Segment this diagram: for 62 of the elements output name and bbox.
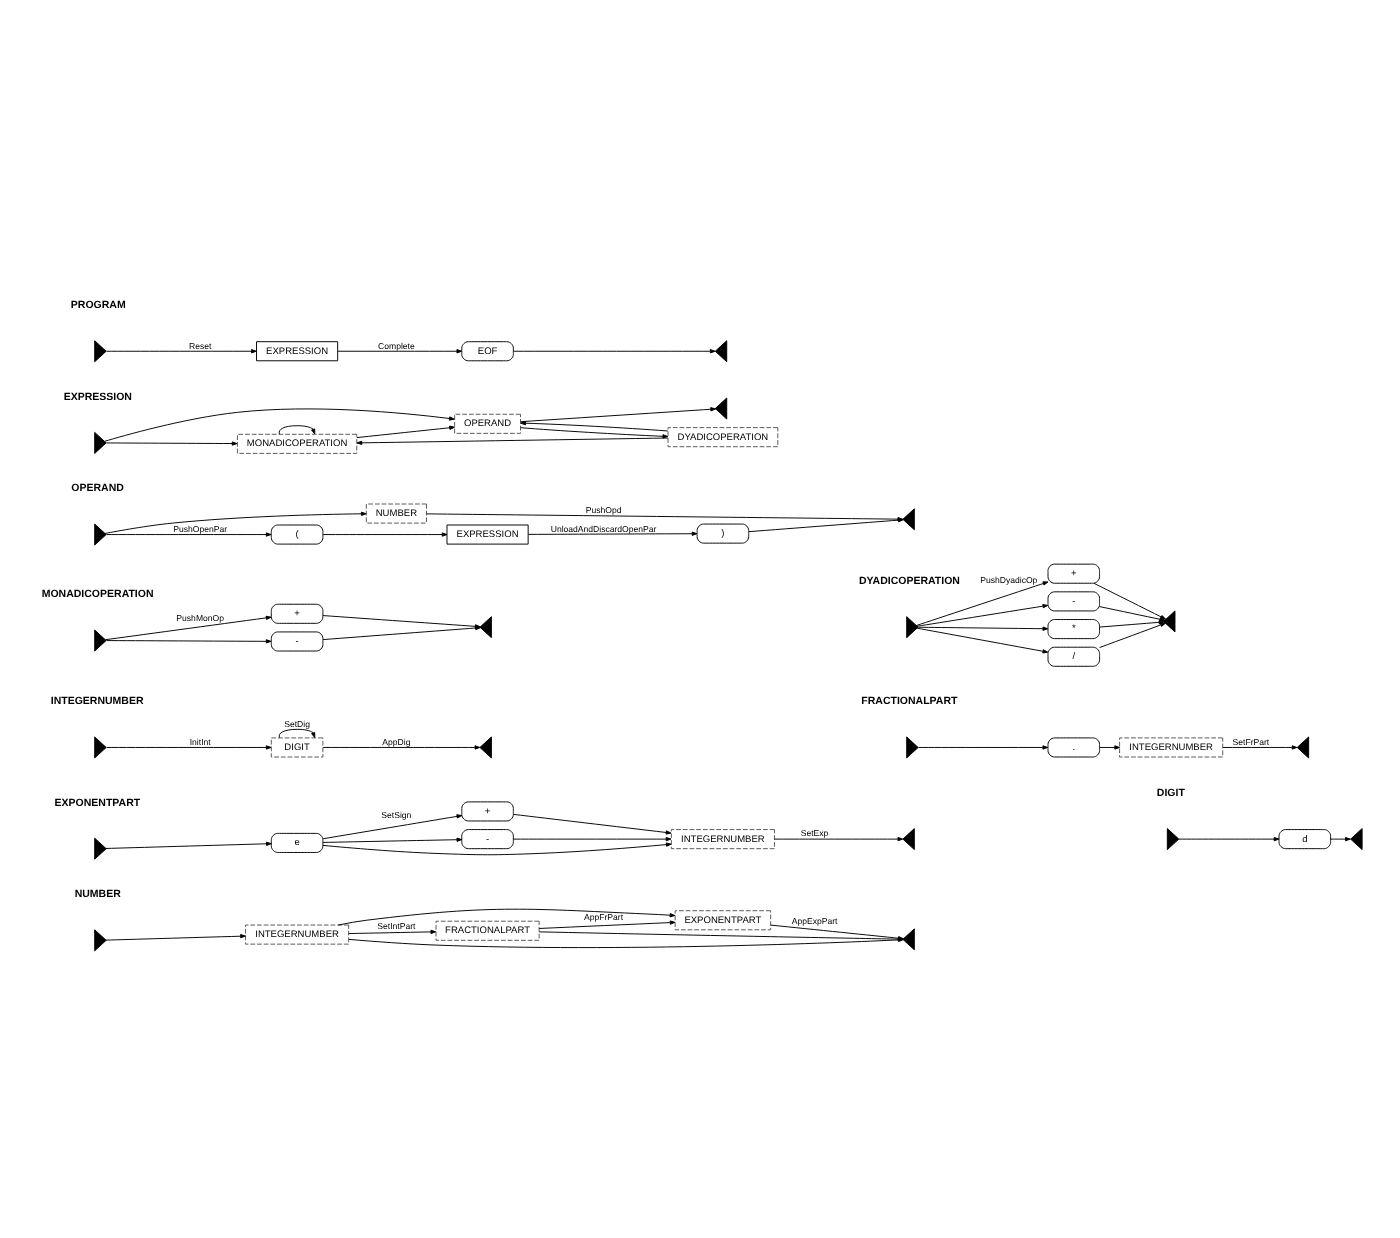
arrow xyxy=(278,727,316,738)
arrow xyxy=(356,424,455,438)
arrow xyxy=(278,424,316,434)
node-triangle xyxy=(94,339,107,362)
arrow xyxy=(513,348,716,353)
node-triangle xyxy=(94,928,107,951)
node-triangle xyxy=(1296,735,1310,758)
arrow xyxy=(1099,744,1121,749)
arrow xyxy=(520,406,717,422)
arrow xyxy=(322,813,463,839)
node-triangle xyxy=(714,396,728,419)
arrow xyxy=(1330,835,1351,841)
arrow xyxy=(106,744,272,749)
node-triangle xyxy=(94,735,107,758)
arrow xyxy=(513,812,672,834)
arrow xyxy=(322,744,481,749)
arrow xyxy=(322,841,672,855)
arrow xyxy=(1099,619,1165,627)
node-triangle xyxy=(94,836,107,859)
arrow xyxy=(106,531,272,536)
arrow xyxy=(348,928,437,934)
arrow xyxy=(105,840,272,848)
node-triangle xyxy=(94,522,107,545)
arrow xyxy=(105,933,246,940)
node-triangle xyxy=(94,628,107,651)
node-triangle xyxy=(1166,827,1180,850)
node-triangle xyxy=(902,507,915,530)
node-triangle xyxy=(479,735,492,758)
node-triangle xyxy=(479,615,492,638)
arrow xyxy=(917,625,1049,630)
arrow xyxy=(104,407,455,441)
arrow xyxy=(337,348,463,353)
node-triangle xyxy=(1350,827,1363,850)
node-triangle xyxy=(902,927,915,950)
arrow xyxy=(916,580,1049,625)
arrow xyxy=(105,614,272,640)
arrow xyxy=(520,426,669,438)
node-triangle xyxy=(94,430,107,453)
arrow xyxy=(538,919,676,928)
arrow xyxy=(322,836,463,842)
node-triangle xyxy=(906,615,919,638)
arrow xyxy=(1099,621,1166,648)
arrow xyxy=(916,603,1049,626)
arrow xyxy=(106,638,272,643)
arrow xyxy=(356,436,669,444)
arrow xyxy=(106,440,238,445)
arrow xyxy=(1178,835,1280,841)
node-triangle xyxy=(714,339,728,362)
arrow xyxy=(1222,744,1298,749)
node-triangle xyxy=(906,735,919,758)
arrow xyxy=(520,420,669,431)
arrow xyxy=(337,907,676,925)
arrow xyxy=(774,835,904,841)
arrow xyxy=(916,626,1049,653)
arrow xyxy=(527,530,698,535)
arrow xyxy=(104,510,367,533)
arrow xyxy=(106,348,257,353)
arrow xyxy=(322,531,448,536)
node-triangle xyxy=(1163,609,1176,632)
arrow xyxy=(513,835,672,841)
node-triangle xyxy=(902,827,915,850)
arrow xyxy=(917,744,1049,749)
